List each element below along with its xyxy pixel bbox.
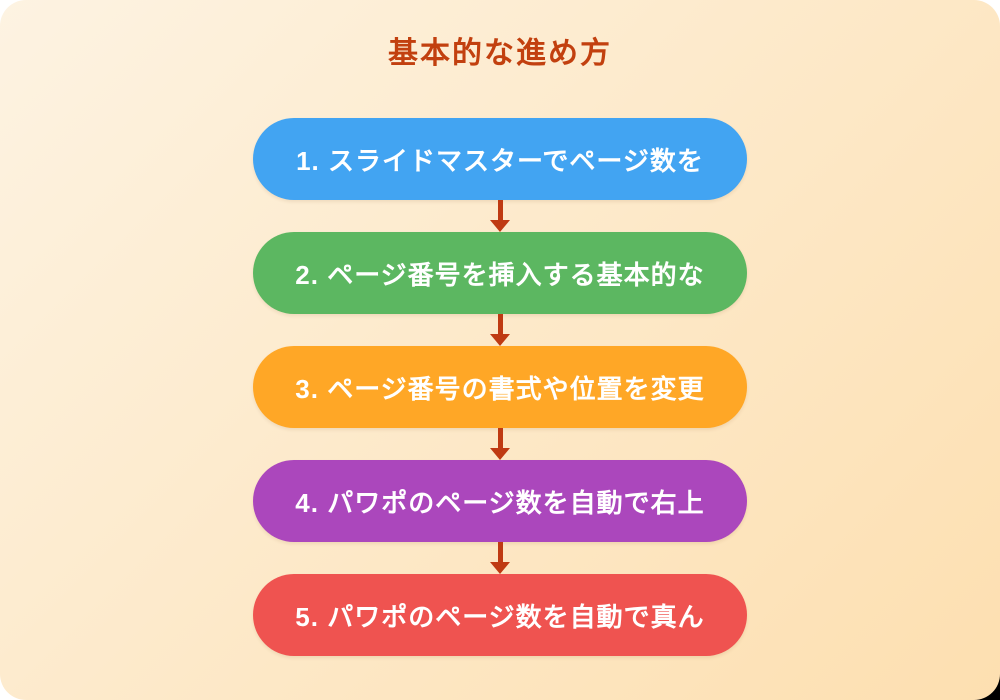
arrow-stem [497, 428, 503, 448]
arrow-stem [497, 542, 503, 562]
arrow-down-icon [490, 542, 510, 574]
arrow-head [490, 334, 510, 346]
flow-step-1: 1. スライドマスターでページ数を [253, 118, 747, 200]
arrow-stem [497, 200, 503, 220]
arrow-head [490, 448, 510, 460]
flow-step-4: 4. パワポのページ数を自動で右上 [253, 460, 747, 542]
page-title: 基本的な進め方 [388, 37, 612, 70]
flow-step-3: 3. ページ番号の書式や位置を変更 [253, 346, 747, 428]
arrow-down-icon [490, 428, 510, 460]
arrow-down-icon [490, 314, 510, 346]
flow-step-2: 2. ページ番号を挿入する基本的な [253, 232, 747, 314]
arrow-head [490, 220, 510, 232]
arrow-head [490, 562, 510, 574]
flow-diagram: 1. スライドマスターでページ数を 2. ページ番号を挿入する基本的な 3. ペ… [0, 118, 1000, 656]
flow-step-5: 5. パワポのページ数を自動で真ん [253, 574, 747, 656]
arrow-stem [497, 314, 503, 334]
arrow-down-icon [490, 200, 510, 232]
